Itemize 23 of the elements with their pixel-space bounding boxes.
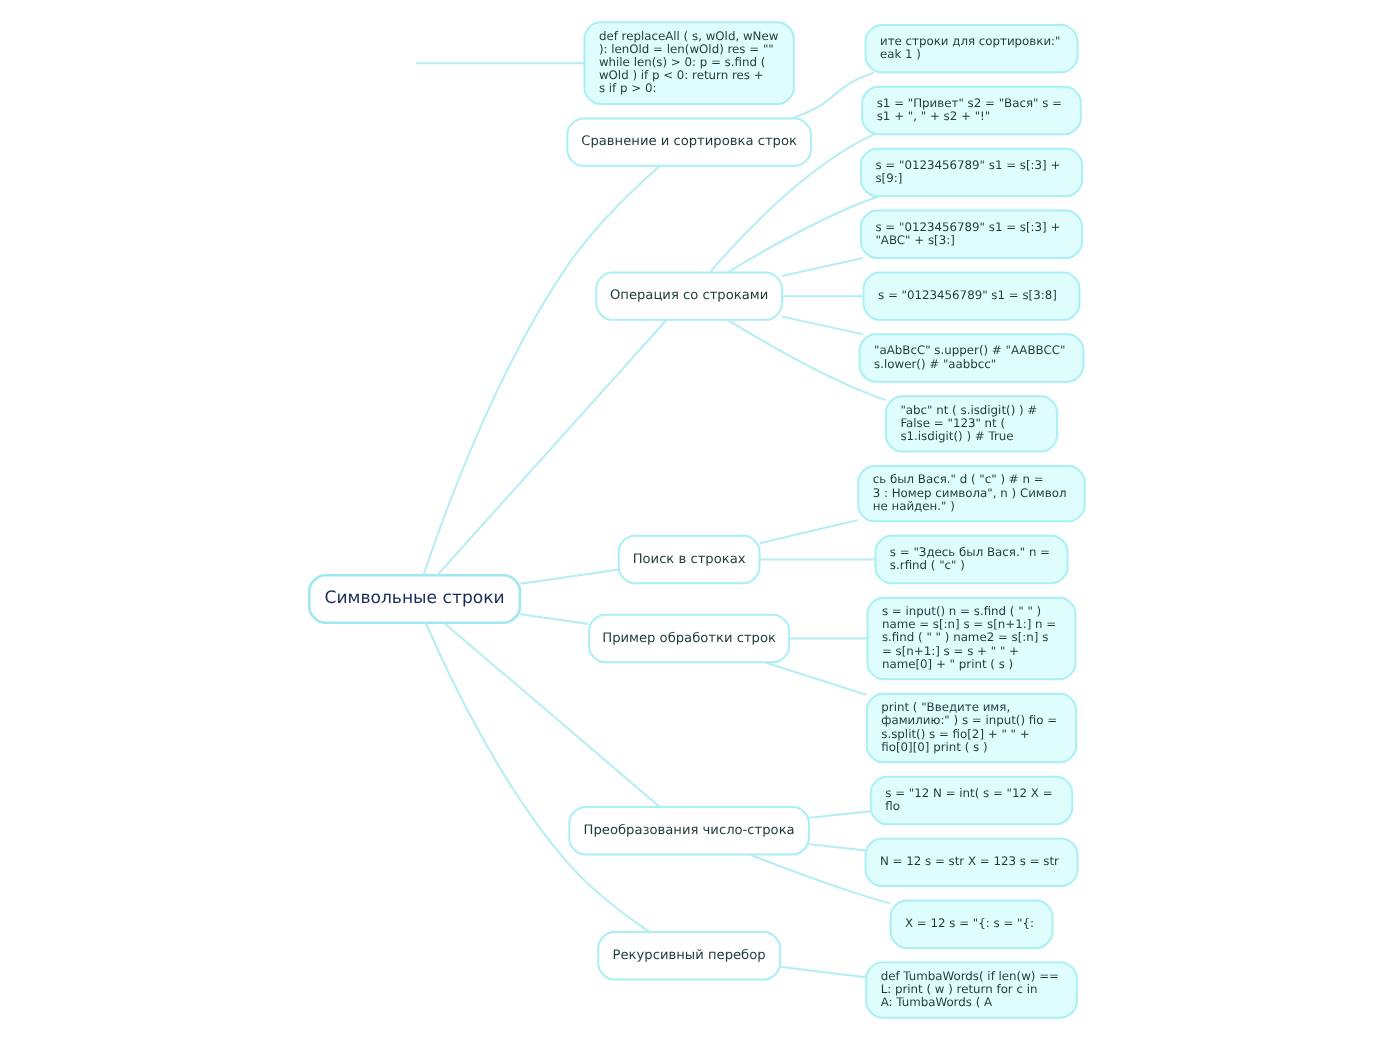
connector: [747, 853, 891, 905]
connector: [435, 319, 667, 577]
connector: [414, 62, 585, 65]
connector: [725, 195, 880, 274]
connector: [518, 613, 589, 626]
connector: [757, 519, 858, 545]
connector: [778, 965, 866, 979]
connector: [807, 810, 871, 819]
connector: [708, 133, 875, 274]
connector: [789, 71, 875, 120]
connector: [442, 621, 660, 808]
connector: [725, 319, 886, 402]
connector: [762, 661, 867, 696]
connector: [787, 637, 868, 640]
connector: [423, 621, 650, 934]
connector: [757, 558, 875, 561]
connector: [780, 257, 863, 277]
connector: [780, 295, 864, 298]
connector: [807, 843, 866, 852]
connector: [421, 164, 660, 576]
connector: [518, 568, 619, 585]
node-box: Символьные строки: [306, 574, 521, 624]
connector: [780, 315, 863, 336]
